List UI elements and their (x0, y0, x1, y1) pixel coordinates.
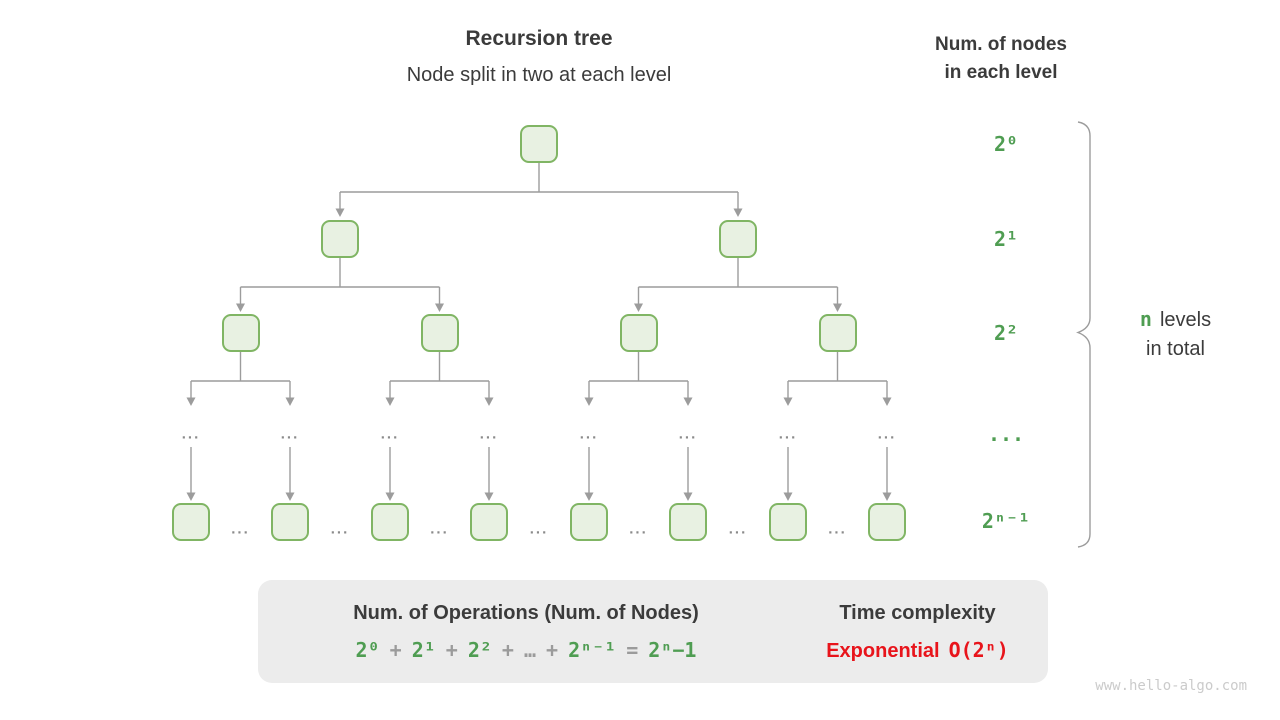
ellipsis-text: ... (778, 425, 798, 443)
level-count-label: 2² (993, 321, 1019, 345)
brace-note-line2: in total (1146, 338, 1205, 360)
ellipsis-text: ... (678, 425, 698, 443)
ellipsis-text: ... (629, 520, 648, 538)
complexity-word: Exponential (826, 640, 940, 662)
arrowhead-icon (385, 492, 395, 501)
arrowhead-icon (186, 492, 196, 501)
formula-token: 2ⁿ−1 (648, 638, 697, 662)
arrowhead-icon (783, 492, 793, 501)
arrowhead-icon (683, 492, 693, 501)
arrowhead-icon (484, 397, 494, 406)
ellipsis-text: ... (280, 425, 300, 443)
ellipsis-text: ... (728, 520, 748, 538)
right-panel-title: Num. of nodes in each level (901, 31, 1101, 87)
formula-token: 2² (467, 638, 492, 662)
arrowhead-icon (783, 397, 793, 406)
tree-node (769, 503, 807, 541)
operations-formula: 2⁰ +2¹ +2² + … +2ⁿ⁻¹ = 2ⁿ−1 (278, 638, 774, 662)
brace-note-levels-text: levels (1159, 309, 1212, 331)
tree-node (271, 503, 309, 541)
ellipsis-text: ... (828, 520, 847, 538)
right-panel-title-line1: Num. of nodes (935, 34, 1067, 55)
formula-token: 2⁰ (355, 638, 380, 662)
time-complexity-value: Exponential O(2ⁿ) (795, 638, 1040, 663)
formula-token: + (389, 638, 402, 662)
arrowhead-icon (584, 492, 594, 501)
operations-title: Num. of Operations (Num. of Nodes) (353, 602, 699, 624)
ellipsis-text: ... (380, 425, 400, 443)
right-panel-title-line2: in each level (944, 62, 1058, 83)
tree-node (420, 314, 459, 352)
ellipsis-text: ... (529, 520, 549, 538)
tree-node (719, 220, 757, 258)
ellipsis-text: ... (231, 520, 250, 538)
summary-box: Num. of Operations (Num. of Nodes) 2⁰ +2¹… (258, 580, 1048, 683)
ellipsis-text: ... (877, 425, 897, 443)
brace-icon (1076, 121, 1091, 548)
level-count-label: 2⁰ (993, 132, 1019, 156)
arrowhead-icon (584, 397, 594, 406)
arrowhead-icon (484, 492, 494, 501)
arrowhead-icon (683, 397, 693, 406)
ellipsis-text: ... (479, 425, 499, 443)
tree-node (669, 503, 707, 541)
ellipsis-text: ... (330, 520, 350, 538)
arrowhead-icon (733, 208, 743, 217)
tree-node (172, 503, 210, 541)
arrowhead-icon (285, 397, 295, 406)
arrowhead-icon (285, 492, 295, 501)
ellipsis-text: ... (579, 425, 599, 443)
arrowhead-icon (236, 303, 245, 312)
big-o-notation: O(2ⁿ) (948, 638, 1009, 662)
tree-node (818, 314, 857, 352)
formula-token: 2¹ (411, 638, 436, 662)
formula-token: + (501, 638, 514, 662)
arrowhead-icon (335, 208, 345, 217)
tree-node (221, 314, 260, 352)
arrowhead-icon (882, 492, 892, 501)
arrowhead-icon (385, 397, 395, 406)
tree-node (570, 503, 608, 541)
level-count-label: 2ⁿ⁻¹ (981, 509, 1031, 533)
formula-token: + (546, 638, 559, 662)
n-variable: n (1139, 307, 1152, 331)
arrowhead-icon (882, 397, 892, 406)
tree-node (321, 220, 359, 258)
formula-token: = (626, 638, 639, 662)
tree-node (371, 503, 409, 541)
arrowhead-icon (634, 303, 643, 312)
tree-node (868, 503, 906, 541)
level-count-label: ... (987, 422, 1025, 446)
arrowhead-icon (833, 303, 842, 312)
ellipsis-text: ... (181, 425, 201, 443)
formula-token: … (523, 638, 537, 662)
formula-token: + (445, 638, 458, 662)
level-count-label: 2¹ (993, 227, 1019, 251)
formula-token: 2ⁿ⁻¹ (568, 638, 617, 662)
watermark-url: www.hello-algo.com (1095, 678, 1247, 694)
arrowhead-icon (186, 397, 196, 406)
tree-node (619, 314, 658, 352)
time-complexity-title: Time complexity (839, 602, 996, 624)
tree-node (520, 125, 558, 163)
tree-node (470, 503, 508, 541)
arrowhead-icon (435, 303, 444, 312)
ellipsis-text: ... (430, 520, 449, 538)
diagram-title: Recursion tree (465, 27, 613, 50)
diagram-subtitle: Node split in two at each level (406, 64, 672, 86)
